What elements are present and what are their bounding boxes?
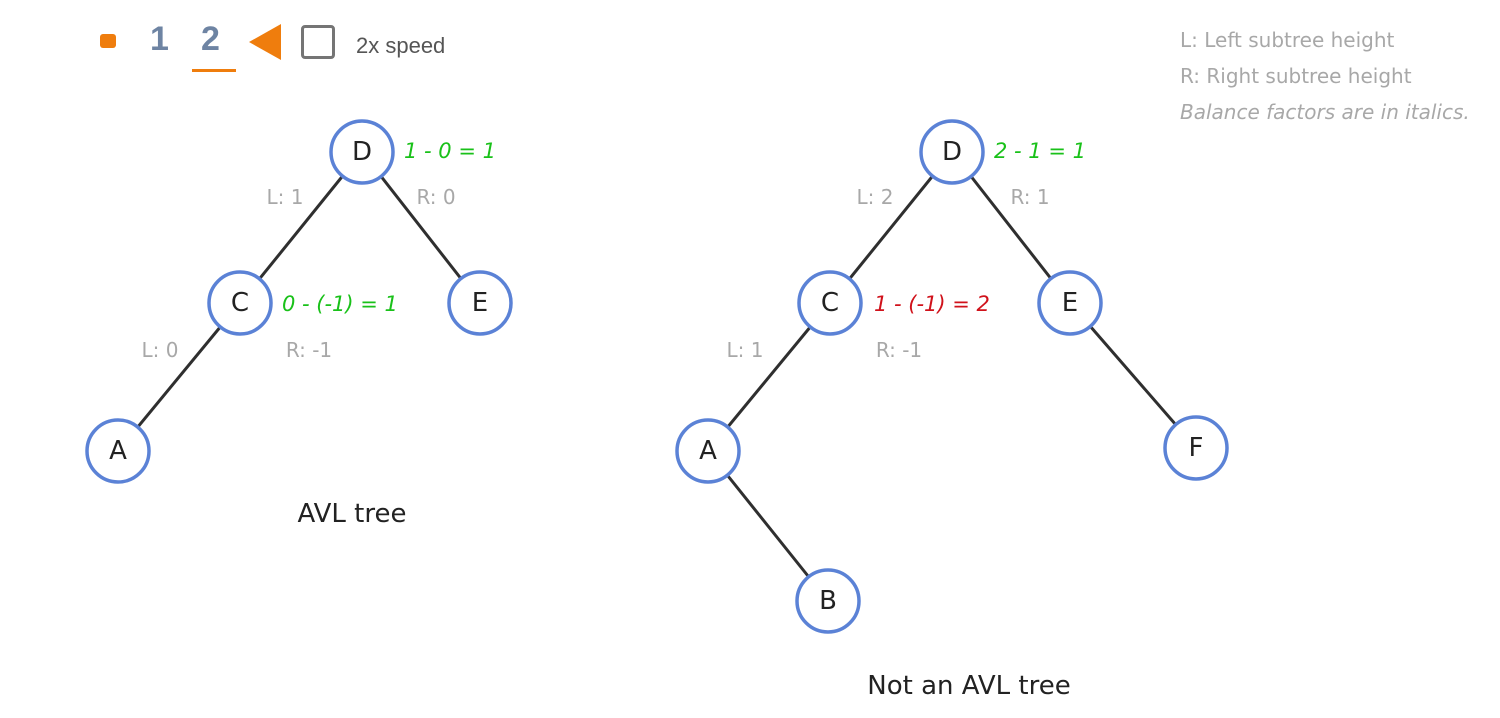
tree-node-d: D (329, 119, 395, 185)
left-height-d: L: 1 (267, 185, 304, 209)
tree-node-a: A (675, 418, 741, 484)
node-label: B (819, 586, 837, 616)
right-height-c: R: -1 (876, 338, 922, 362)
left-height-c: L: 0 (142, 338, 179, 362)
current-step-indicator (192, 69, 236, 72)
right-height-c: R: -1 (286, 338, 332, 362)
tree-avl: D C E A 1 - 0 = 1 L: 1 R: 0 0 - (-1) = 1… (85, 119, 513, 529)
caption-avl-tree: AVL tree (298, 499, 407, 529)
stop-button[interactable] (100, 34, 116, 48)
left-height-c: L: 1 (727, 338, 764, 362)
legend-balance-note: Balance factors are in italics. (1180, 100, 1470, 124)
node-label: E (472, 288, 488, 318)
right-height-d: R: 1 (1010, 185, 1049, 209)
balance-factor-c: 0 - (-1) = 1 (282, 292, 398, 316)
legend-right-height: R: Right subtree height (1180, 64, 1412, 88)
right-height-d: R: 0 (416, 185, 455, 209)
tree-node-a: A (85, 418, 151, 484)
node-label: A (699, 436, 717, 466)
animation-controls: 1 2 2x speed (0, 0, 520, 90)
tree-node-f: F (1163, 415, 1229, 481)
left-height-d: L: 2 (857, 185, 894, 209)
balance-factor-d: 1 - 0 = 1 (404, 139, 496, 163)
step-2-button[interactable]: 2 (201, 20, 220, 58)
tree-node-e: E (1037, 270, 1103, 336)
node-label: E (1062, 288, 1078, 318)
tree-node-e: E (447, 270, 513, 336)
balance-factor-c: 1 - (-1) = 2 (874, 292, 990, 316)
node-label: C (821, 288, 839, 318)
balance-factor-d: 2 - 1 = 1 (994, 139, 1086, 163)
tree-node-c: C (207, 270, 273, 336)
tree-not-avl: D C E A B F 2 - 1 = 1 L: 2 R: 1 1 - (-1)… (675, 119, 1229, 701)
node-label: F (1189, 433, 1204, 463)
tree-node-c: C (797, 270, 863, 336)
previous-step-icon[interactable] (249, 24, 281, 60)
tree-node-d: D (919, 119, 985, 185)
tree-node-b: B (795, 568, 861, 634)
speed-checkbox[interactable] (301, 25, 335, 59)
caption-not-avl-tree: Not an AVL tree (867, 671, 1070, 701)
speed-label[interactable]: 2x speed (356, 33, 446, 58)
node-label: A (109, 436, 127, 466)
step-1-button[interactable]: 1 (150, 20, 169, 58)
legend-left-height: L: Left subtree height (1180, 28, 1395, 52)
node-label: C (231, 288, 249, 318)
node-label: D (352, 137, 372, 167)
node-label: D (942, 137, 962, 167)
